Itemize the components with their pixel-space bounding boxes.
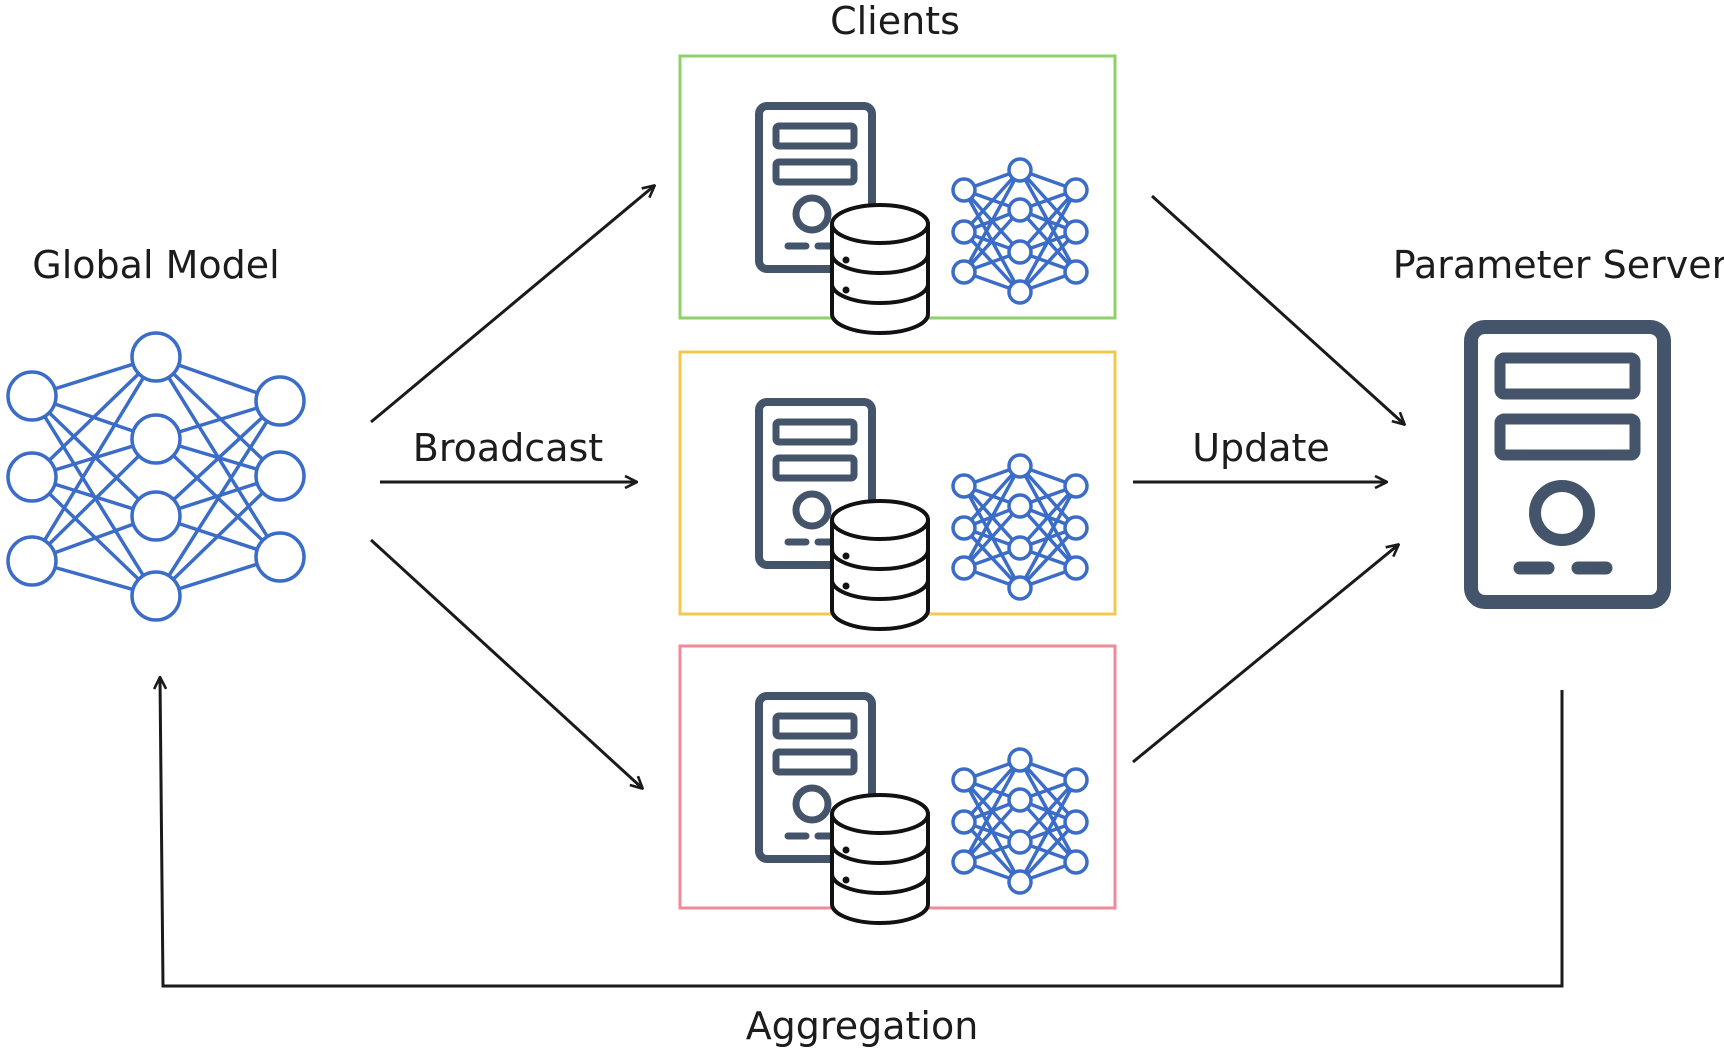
network-node — [1063, 177, 1089, 203]
network-node — [254, 450, 306, 502]
network-node — [951, 473, 977, 499]
network-node — [1007, 157, 1033, 183]
aggregation-label: Aggregation — [746, 1004, 979, 1048]
network-node — [130, 413, 182, 465]
network-node — [6, 535, 58, 587]
update-arrow-bottom — [1132, 545, 1398, 764]
neural-network-icon — [951, 453, 1089, 601]
network-node — [6, 451, 58, 503]
network-node — [1063, 515, 1089, 541]
update-arrows — [1132, 194, 1404, 764]
network-node — [1007, 535, 1033, 561]
clients-title: Clients — [830, 0, 960, 43]
neural-network-icon — [6, 331, 306, 622]
global-model-label: Global Model — [32, 243, 279, 287]
aggregation-arrow — [160, 678, 1564, 988]
network-node — [254, 375, 306, 427]
network-node — [1007, 787, 1033, 813]
database-icon — [830, 203, 930, 335]
network-node — [1007, 453, 1033, 479]
network-node — [1063, 259, 1089, 285]
network-node — [951, 767, 977, 793]
network-node — [1007, 829, 1033, 855]
neural-network-icon — [951, 747, 1089, 895]
database-icon — [830, 793, 930, 925]
network-node — [1007, 747, 1033, 773]
client-box — [678, 644, 1117, 925]
network-node — [1063, 849, 1089, 875]
broadcast-label: Broadcast — [413, 426, 603, 470]
network-node — [951, 809, 977, 835]
parameter-server-label: Parameter Server — [1393, 243, 1724, 287]
network-node — [951, 219, 977, 245]
network-node — [951, 177, 977, 203]
broadcast-arrows — [369, 186, 654, 788]
network-node — [254, 531, 306, 583]
neural-network-icon — [951, 157, 1089, 305]
update-label: Update — [1192, 426, 1330, 470]
network-node — [951, 259, 977, 285]
network-node — [1063, 555, 1089, 581]
network-node — [1063, 809, 1089, 835]
network-node — [1007, 197, 1033, 223]
network-node — [6, 370, 58, 422]
network-node — [1007, 575, 1033, 601]
server-icon — [755, 692, 876, 863]
client-box — [678, 54, 1117, 335]
network-node — [951, 515, 977, 541]
client-box — [678, 350, 1117, 631]
database-icon — [830, 499, 930, 631]
network-node — [1007, 279, 1033, 305]
broadcast-arrow-top — [370, 186, 654, 424]
network-node — [1007, 493, 1033, 519]
network-node — [1063, 219, 1089, 245]
network-node — [1007, 239, 1033, 265]
network-node — [130, 570, 182, 622]
network-node — [1063, 767, 1089, 793]
network-node — [1007, 869, 1033, 895]
server-icon — [1464, 320, 1671, 609]
network-node — [951, 849, 977, 875]
server-icon — [755, 102, 876, 273]
network-node — [1063, 473, 1089, 499]
network-node — [951, 555, 977, 581]
broadcast-arrow-bottom — [369, 538, 642, 788]
update-arrow-top — [1150, 194, 1404, 424]
network-node — [130, 331, 182, 383]
network-node — [130, 490, 182, 542]
client-boxes — [678, 54, 1117, 925]
